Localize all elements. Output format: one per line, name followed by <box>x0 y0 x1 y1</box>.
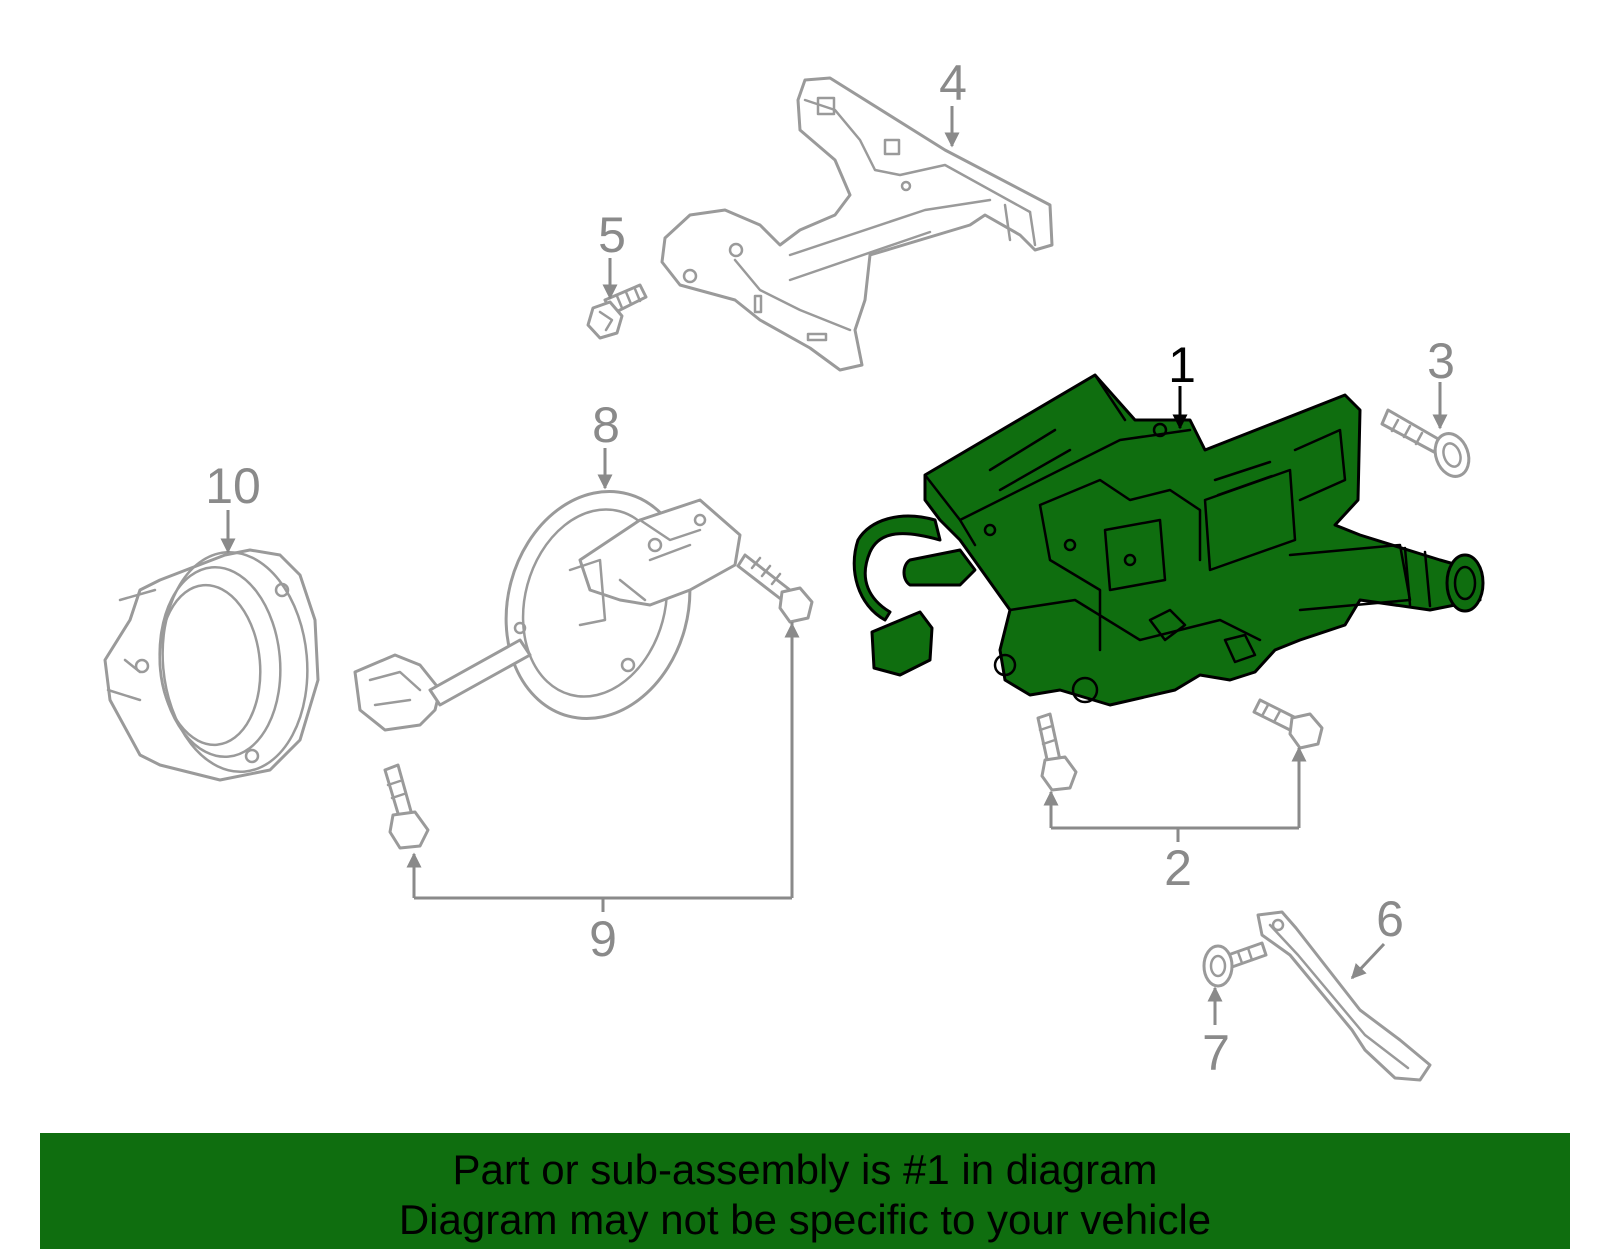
footer-banner: Part or sub-assembly is #1 in diagram Di… <box>40 1133 1570 1249</box>
callout-5: 5 <box>598 207 626 263</box>
part-9-bolt-upper <box>736 553 814 624</box>
part-2-bolt-right <box>1252 698 1324 750</box>
part-3-bolt <box>1380 408 1471 478</box>
callout-2-bracket <box>1049 750 1301 830</box>
part-2-bolt-left <box>1036 712 1078 792</box>
part-4-bracket <box>660 76 1054 372</box>
parts-diagram: 1 2 3 4 5 6 7 8 9 10 <box>103 55 1485 1082</box>
callout-7: 7 <box>1202 1025 1230 1081</box>
callout-6-leader <box>1350 942 1386 980</box>
callout-6: 6 <box>1376 891 1404 947</box>
part-1-steering-column <box>852 373 1485 707</box>
part-5-bolt <box>586 283 648 340</box>
part-10-bezel <box>103 548 320 782</box>
footer-note-part-number: Part or sub-assembly is #1 in diagram <box>452 1146 1158 1193</box>
callout-9: 9 <box>589 911 617 967</box>
footer-note-disclaimer: Diagram may not be specific to your vehi… <box>398 1196 1212 1243</box>
callout-2: 2 <box>1164 840 1192 896</box>
callout-1: 1 <box>1168 337 1196 393</box>
part-9-bolt-lower <box>383 763 430 850</box>
part-6-strap <box>1256 910 1432 1082</box>
callout-10: 10 <box>205 458 261 514</box>
part-8-shaft-assembly <box>353 490 742 732</box>
callout-4: 4 <box>939 55 967 111</box>
callout-8: 8 <box>592 397 620 453</box>
callout-3: 3 <box>1427 333 1455 389</box>
part-7-bolt <box>1202 941 1268 988</box>
